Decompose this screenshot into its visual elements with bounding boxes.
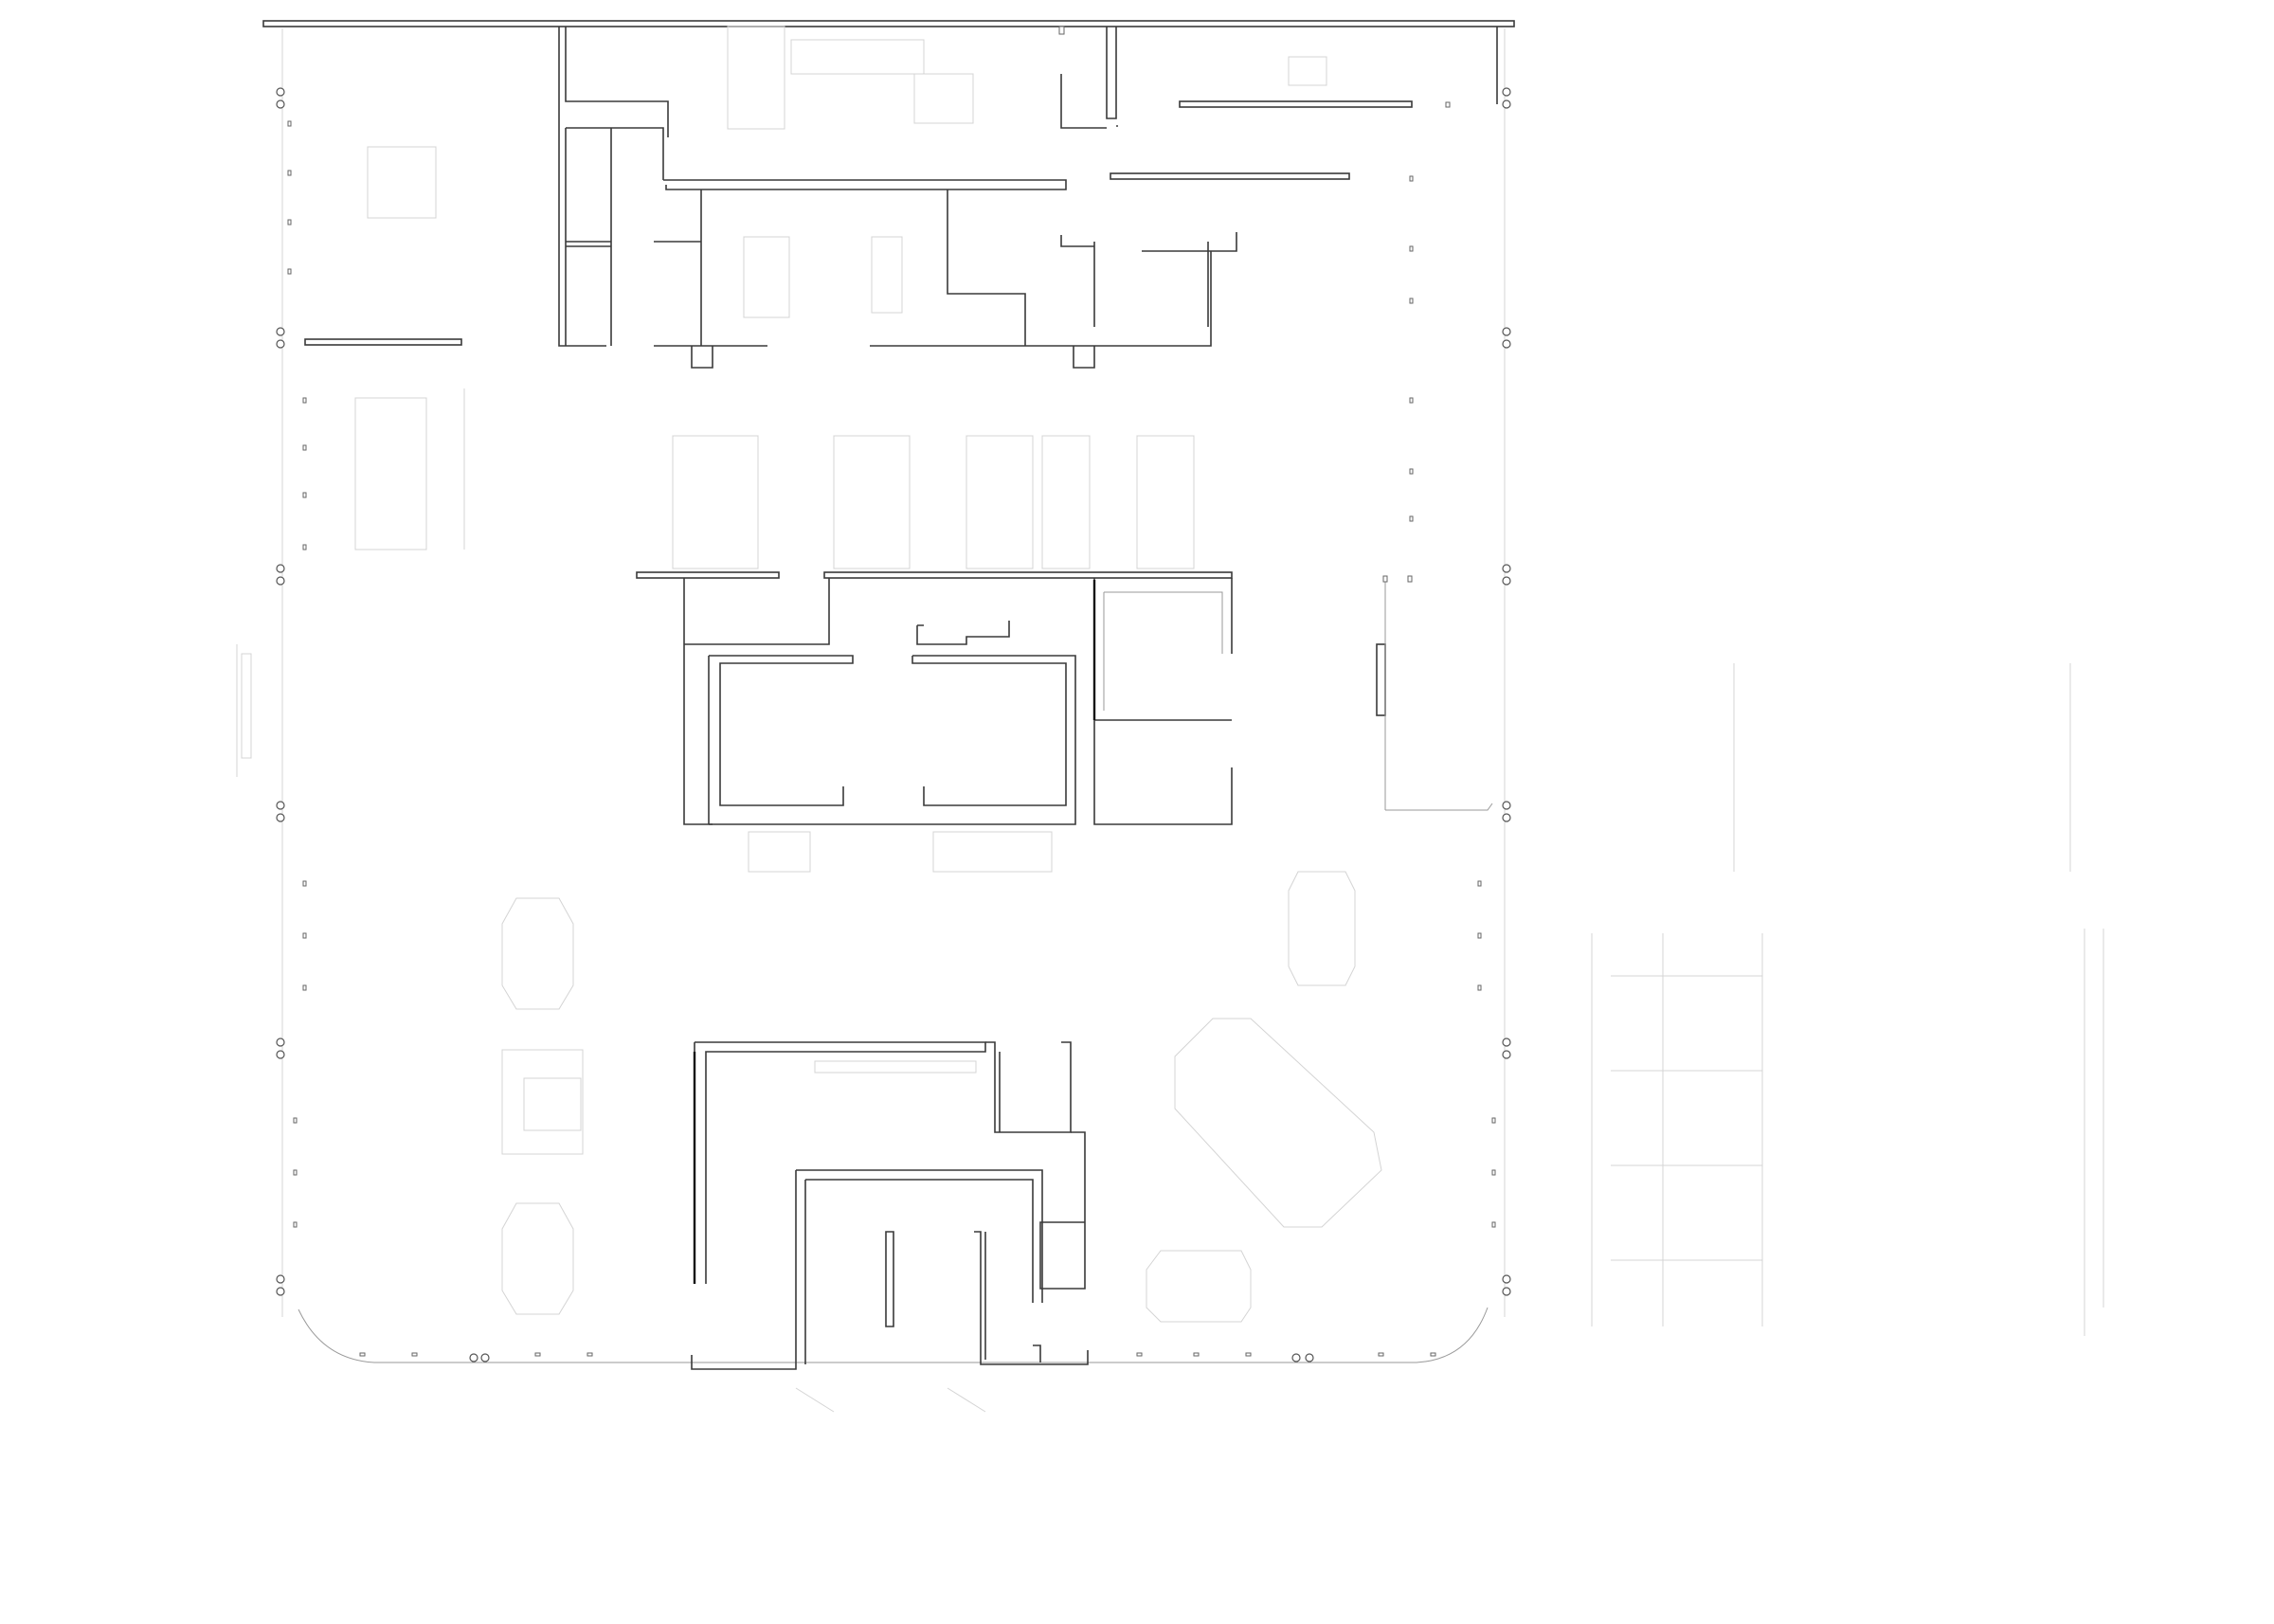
north-beam-center [1110,172,1350,180]
central-east-mark [1382,575,1388,583]
central-beam-east [823,571,1233,579]
column [1502,87,1511,97]
south-furniture [501,871,1382,1413]
column [276,1038,285,1047]
column [276,87,285,97]
column [1502,564,1511,573]
square-table-inner [523,1077,582,1131]
column [480,1353,490,1362]
column [1502,1274,1511,1284]
north-center-block [663,179,1067,346]
column [1502,99,1511,109]
south-east-corridor [1039,1131,1086,1290]
north-west-room [565,127,664,346]
diamond-table [1174,1018,1382,1228]
column [276,99,285,109]
column [276,327,285,336]
column [1291,1353,1301,1362]
central-big-room-west [708,655,854,824]
column [276,1287,285,1296]
square-table [501,1049,584,1155]
column [1502,1287,1511,1296]
south-core-stubs [885,1231,1041,1362]
column [276,339,285,349]
north-east-closet [1060,74,1237,252]
column [1305,1353,1314,1362]
central-east-line [1384,576,1493,811]
building-envelope [262,20,1515,1363]
exterior-elements [236,644,2104,1336]
south-east-rooms [985,1041,1072,1133]
central-furniture [241,388,1195,873]
column [276,1274,285,1284]
column [276,576,285,586]
column [276,564,285,573]
octagonal-table [501,1202,574,1315]
central-zone-walls [636,571,1493,825]
column [276,801,285,810]
south-facade-line [298,1307,1489,1363]
north-stub-walls [691,346,1095,369]
column [469,1353,478,1362]
central-east-rooms [1093,578,1233,825]
central-west-room [683,578,830,825]
octagonal-table [1146,1250,1252,1323]
north-small-rooms [566,128,767,347]
north-central-wall [870,242,1212,347]
north-furniture [367,26,1327,318]
column [276,1050,285,1059]
central-beam-west [636,571,780,579]
round-booth [1288,871,1356,986]
column [1502,1050,1511,1059]
south-u-core [691,1169,1043,1370]
north-beam-east [1179,100,1413,108]
column [1502,576,1511,586]
central-east-inner [1103,591,1223,711]
column [1502,1038,1511,1047]
column [1502,813,1511,822]
central-east-mark [1407,575,1413,583]
column [276,813,285,822]
north-tick [1058,26,1065,35]
north-zone-walls [304,26,1451,369]
north-west-beam [304,338,462,346]
north-corridor-wall [558,27,669,347]
column [1502,339,1511,349]
south-west-wall [694,1041,986,1284]
north-east-walls [1106,27,1118,127]
column [1502,801,1511,810]
south-zone-walls [691,1041,1089,1370]
central-big-room-east [709,655,1076,825]
octagonal-table [501,897,574,1010]
south-core-east [974,1231,1089,1365]
column-grid [276,87,1511,1362]
facade-mullions [287,120,1496,1357]
north-facade-beam [262,20,1515,27]
north-corner-marker [1445,101,1451,108]
column [1502,327,1511,336]
central-entry-stub [916,621,1010,645]
central-east-slot [1376,643,1386,716]
